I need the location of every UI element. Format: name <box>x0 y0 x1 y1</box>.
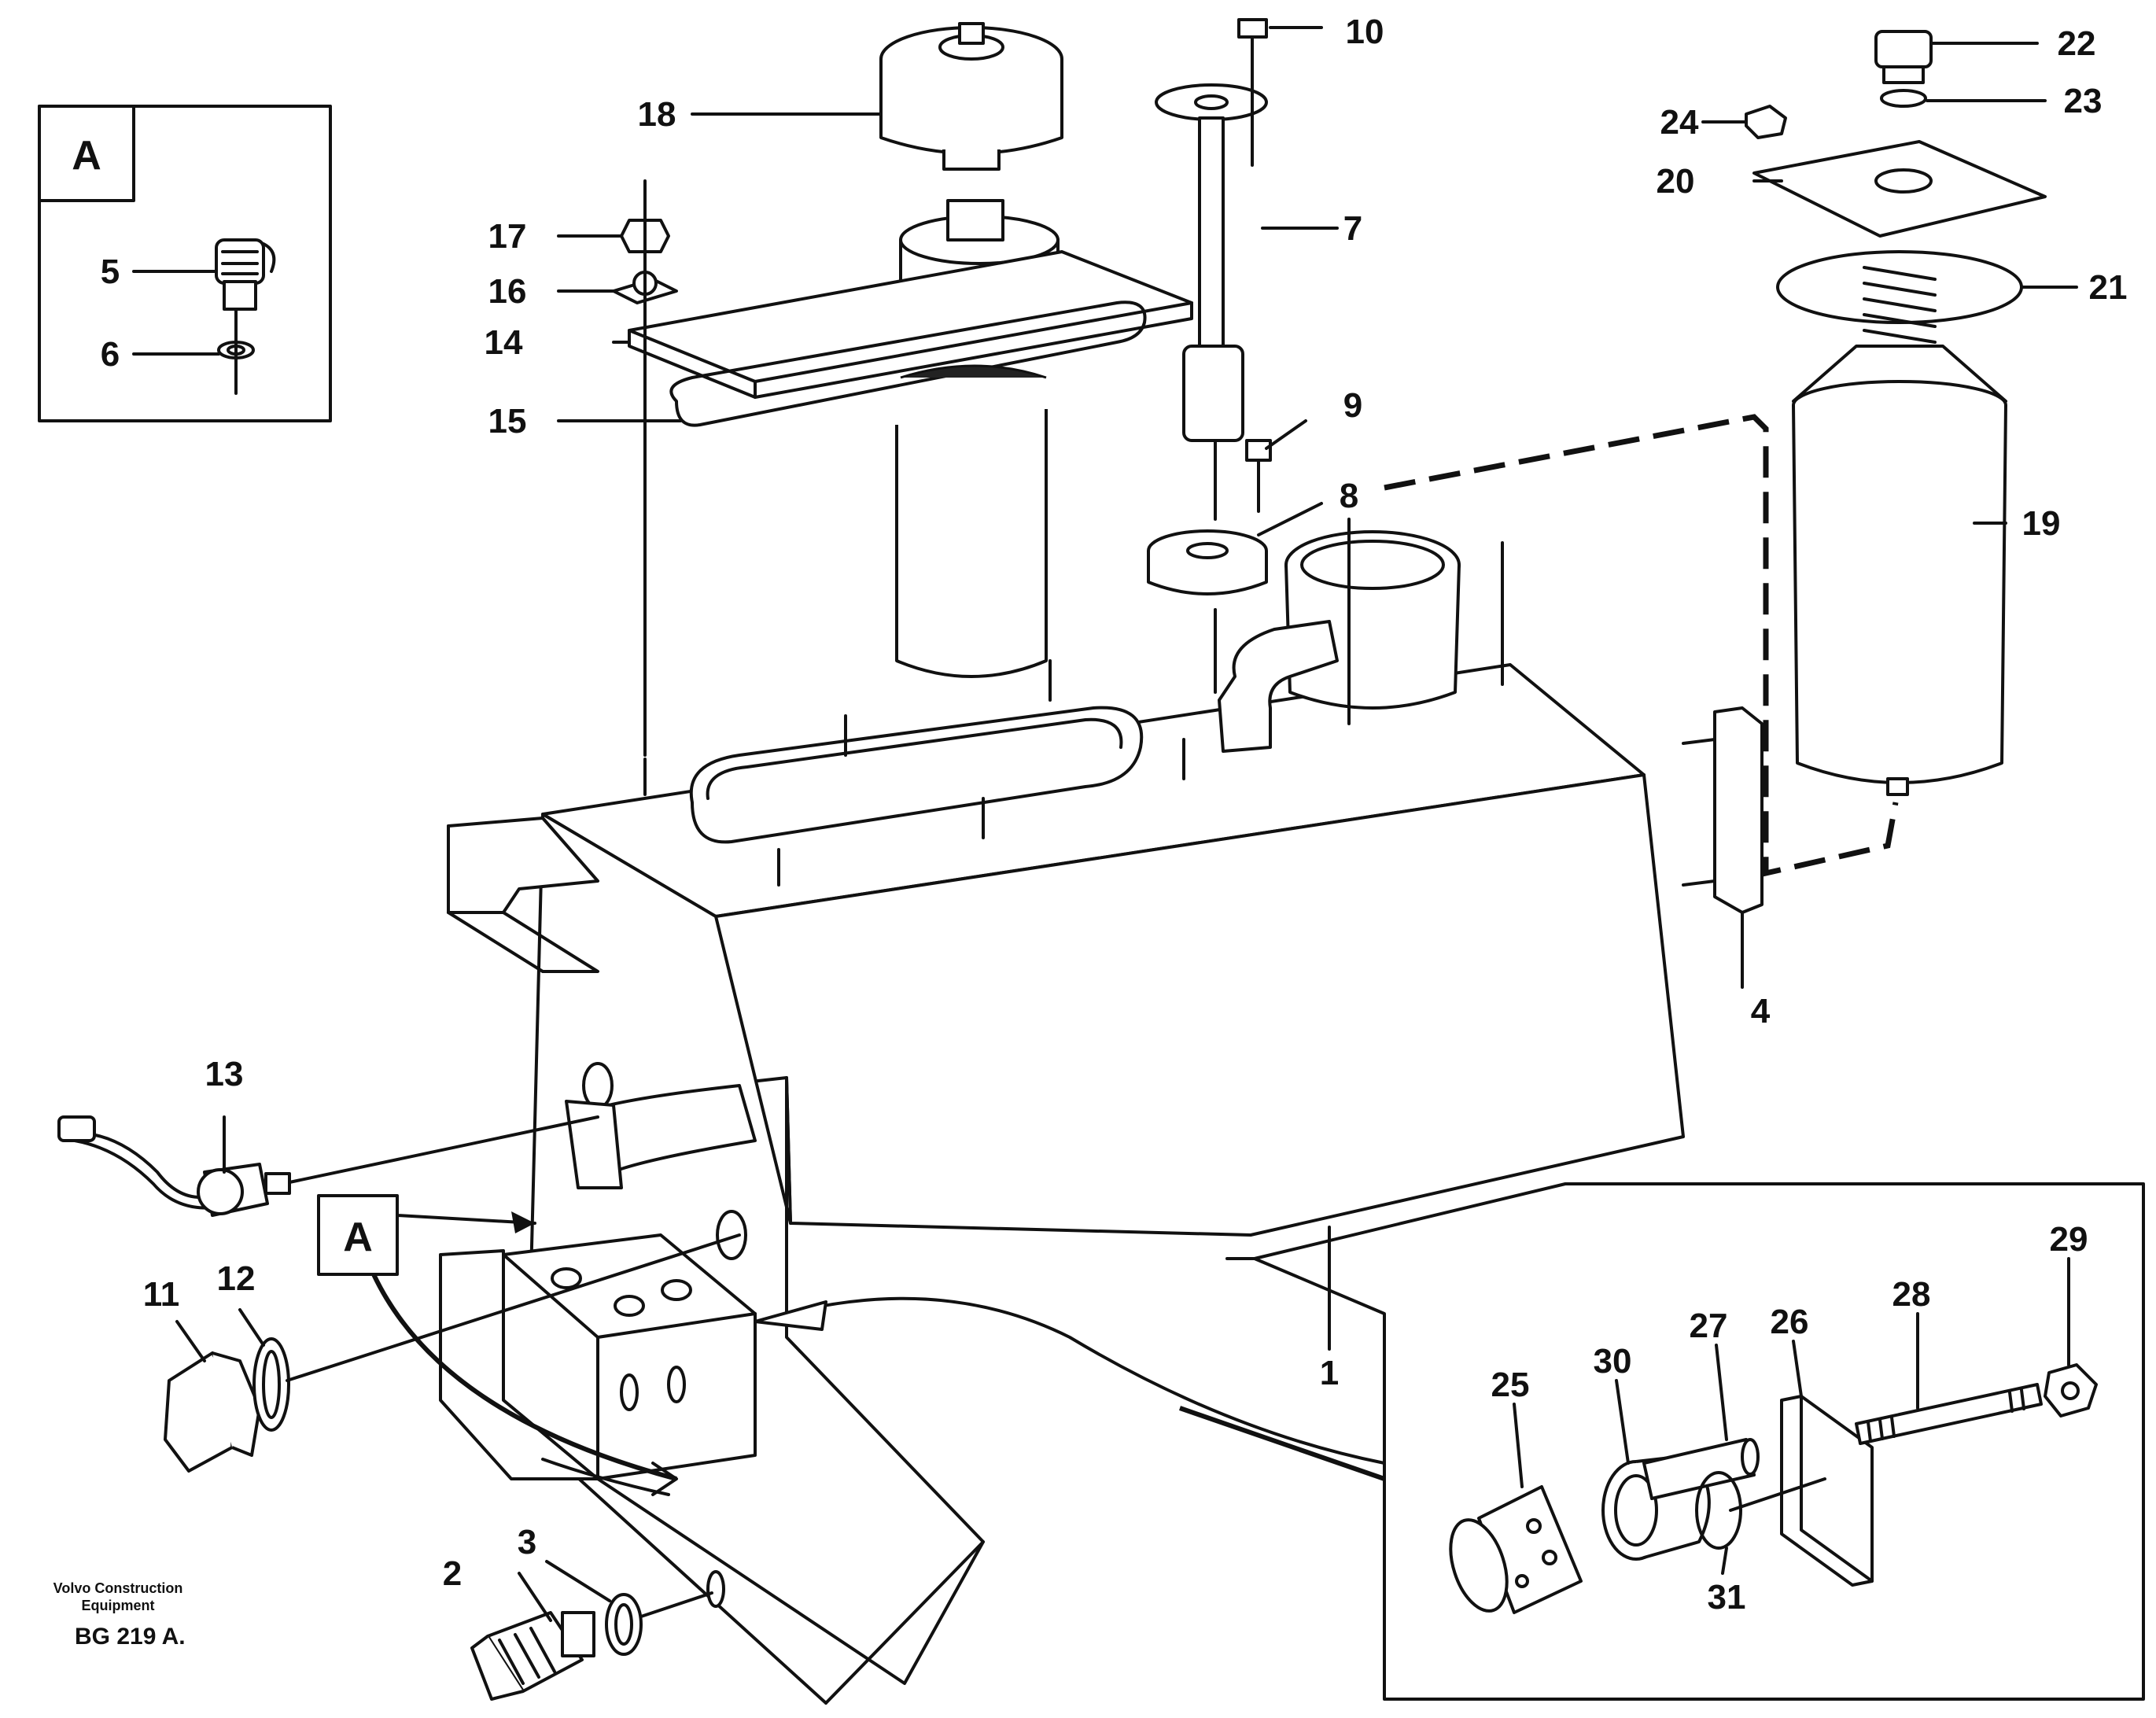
valve-detail-inset <box>754 1182 2145 1701</box>
label-part-15: 15 <box>488 402 527 441</box>
temperature-sensor-13 <box>57 1115 599 1217</box>
label-part-13: 13 <box>205 1055 244 1093</box>
label-part-20: 20 <box>1657 162 1695 201</box>
plug-2-washer-3 <box>470 1591 713 1701</box>
detail-a-callout: A <box>317 1194 399 1276</box>
breather-filter-18 <box>628 22 1193 678</box>
company-name-line1: Volvo Construction <box>53 1580 183 1596</box>
label-part-3: 3 <box>518 1523 536 1561</box>
label-part-1: 1 <box>1320 1354 1339 1392</box>
label-part-17: 17 <box>488 217 527 256</box>
label-part-11: 11 <box>143 1275 180 1314</box>
label-part-29: 29 <box>2050 1220 2088 1259</box>
label-part-19: 19 <box>2022 504 2061 543</box>
label-part-16: 16 <box>488 272 527 311</box>
detail-a-inset: A <box>38 105 332 422</box>
label-part-8: 8 <box>1340 477 1358 515</box>
detail-a-letter: A <box>72 133 101 179</box>
label-part-14: 14 <box>485 323 523 362</box>
detail-a-callout-letter: A <box>343 1215 373 1260</box>
label-part-27: 27 <box>1690 1307 1728 1345</box>
label-part-2: 2 <box>443 1554 462 1593</box>
return-filter <box>1384 30 2047 914</box>
label-part-18: 18 <box>638 95 676 134</box>
company-name-line2: Equipment <box>82 1598 155 1613</box>
label-part-5: 5 <box>101 253 120 291</box>
label-part-10: 10 <box>1346 13 1384 51</box>
callout-labels: 1 2 3 4 5 6 7 8 9 10 11 12 13 14 15 16 1… <box>101 13 2128 1617</box>
label-part-12: 12 <box>217 1259 256 1298</box>
label-part-30: 30 <box>1594 1342 1632 1381</box>
label-part-26: 26 <box>1771 1303 1809 1341</box>
drawing-footer: Volvo Construction Equipment BG 219 A. <box>53 1580 186 1650</box>
label-part-9: 9 <box>1343 386 1362 425</box>
label-part-22: 22 <box>2058 24 2096 63</box>
label-part-24: 24 <box>1660 103 1699 142</box>
hydraulic-tank <box>371 518 1685 1705</box>
label-part-28: 28 <box>1892 1275 1931 1314</box>
label-part-21: 21 <box>2089 268 2128 307</box>
label-part-25: 25 <box>1491 1366 1530 1404</box>
label-part-6: 6 <box>101 335 120 374</box>
clip-16-nut-17 <box>612 179 678 757</box>
leader-lines <box>175 26 2078 1622</box>
level-gauge <box>1147 18 1272 694</box>
plug-11-washer-12 <box>164 1233 741 1473</box>
label-part-7: 7 <box>1343 209 1362 248</box>
drawing-code: BG 219 A. <box>75 1624 186 1650</box>
label-part-4: 4 <box>1751 992 1771 1030</box>
label-part-23: 23 <box>2064 82 2103 120</box>
label-part-31: 31 <box>1708 1578 1746 1617</box>
